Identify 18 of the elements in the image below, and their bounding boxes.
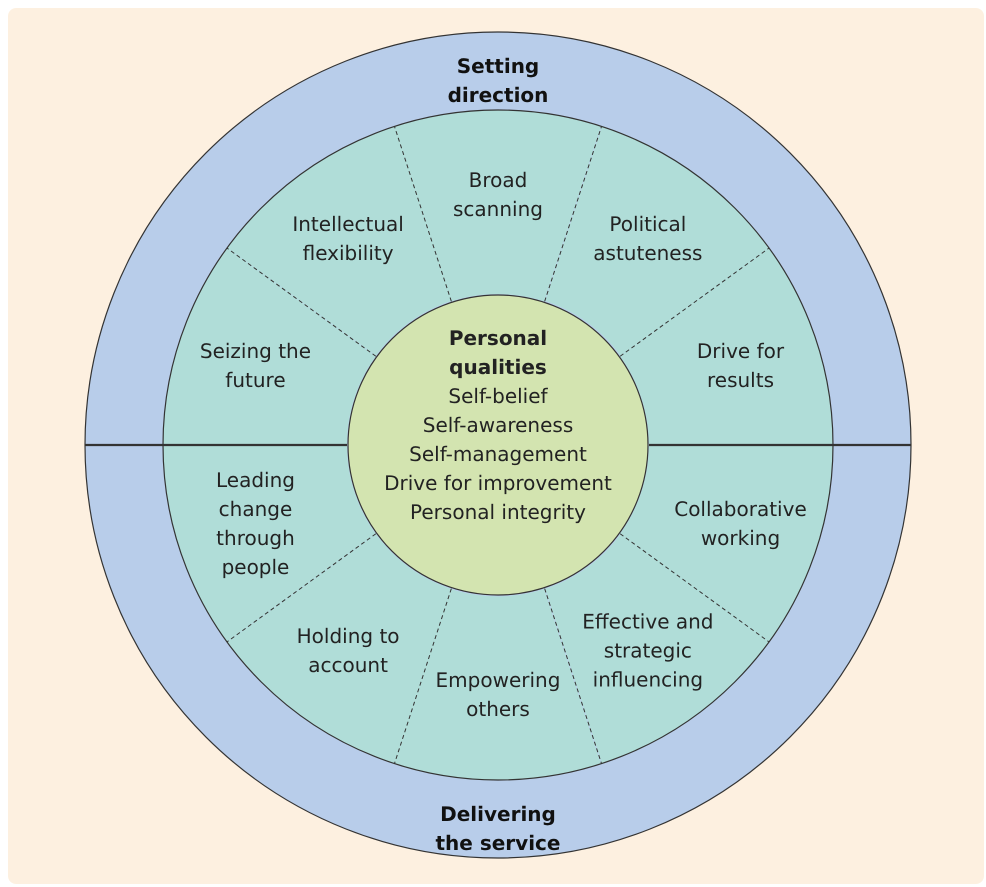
segment-label: Effective and strategic influencing [581, 608, 714, 694]
segment-label: Intellectual flexibility [291, 210, 405, 267]
quality-item: Self-belief [448, 383, 548, 410]
segment-label: Broad scanning [452, 167, 544, 223]
segment-label: Collaborative working [673, 496, 808, 552]
segment-label: Empowering others [434, 666, 562, 723]
segment-label: Drive for results [696, 338, 786, 394]
segment-label: Seizing the future [198, 338, 312, 394]
segment-label: Political astuteness [592, 210, 704, 267]
segment-label: Holding to account [296, 623, 401, 680]
segment-label: Leading change through people [214, 466, 296, 581]
quality-item: Personal integrity [410, 499, 586, 526]
band-title: Setting direction [446, 53, 550, 109]
band-title: Delivering the service [434, 801, 562, 857]
center-heading: Personal qualities [448, 325, 548, 381]
quality-item: Self-awareness [422, 412, 574, 439]
quality-item: Self-management [409, 441, 587, 468]
quality-item: Drive for improvement [384, 470, 612, 497]
